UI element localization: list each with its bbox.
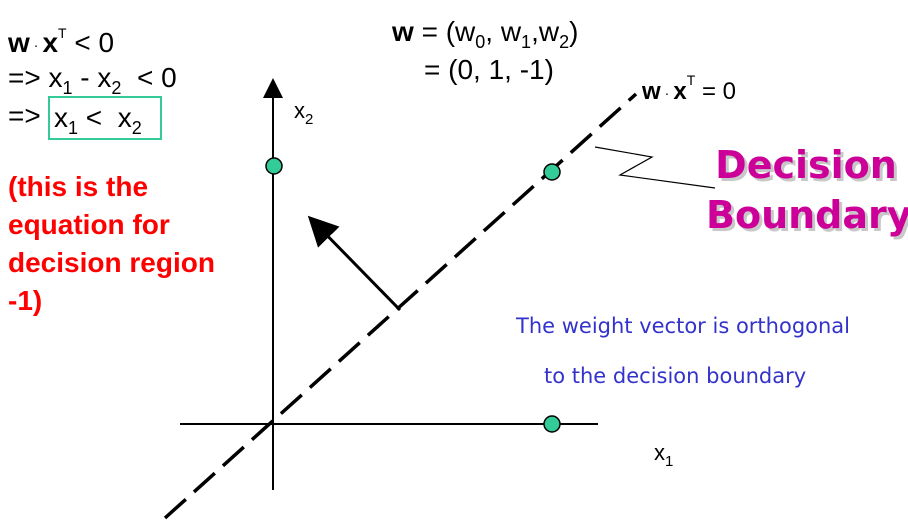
decision-boundary-line	[163, 92, 638, 520]
subscript: 1	[521, 32, 532, 52]
weight-definition: w = (w0, w1,w2)	[392, 16, 579, 52]
weight-vector-arrow	[307, 215, 402, 312]
implies-arrow: =>	[8, 62, 41, 93]
w-symbol: w	[392, 16, 414, 47]
weight-values: = (0, 1, -1)	[424, 54, 554, 85]
subscript: 2	[111, 78, 122, 98]
x-symbol: x	[97, 62, 112, 93]
x-symbol: x	[117, 102, 132, 133]
subscript: 2	[131, 118, 142, 138]
decision-region-note: (this is the equation for decision regio…	[8, 171, 215, 316]
minus-sign: -	[80, 62, 90, 93]
subscript: 0	[475, 32, 486, 52]
subscript: 2	[305, 111, 314, 128]
inequality-line-3: =>	[8, 102, 41, 130]
boundary-equation: w·xT = 0	[642, 72, 736, 106]
decision-boundary-label: Decision Boundary	[706, 140, 908, 240]
label-pointer	[594, 146, 716, 189]
inequality-rhs: < 0	[136, 62, 177, 93]
x-symbol: x	[42, 27, 59, 58]
label-line: Boundary	[706, 193, 908, 237]
subscript: 1	[68, 118, 79, 138]
data-point	[543, 415, 561, 433]
w-symbol: w	[642, 78, 661, 105]
orthogonal-note-line-2: to the decision boundary	[544, 364, 807, 388]
dot-operator: ·	[33, 36, 39, 53]
inequality-line-1: w·xT < 0	[8, 26, 114, 57]
weight-text: ,w	[531, 16, 560, 47]
x1-axis-label: x1	[654, 440, 673, 470]
less-than: <	[85, 102, 103, 133]
data-point	[543, 163, 561, 181]
weight-text: )	[569, 16, 579, 47]
orthogonal-note-line-1: The weight vector is orthogonal	[516, 314, 851, 338]
x-symbol: x	[673, 78, 687, 105]
equation-rhs: = 0	[701, 78, 736, 105]
x-symbol: x	[48, 62, 63, 93]
subscript: 2	[559, 32, 570, 52]
w-symbol: w	[8, 27, 30, 58]
data-point	[265, 157, 283, 175]
x-symbol: x	[54, 102, 68, 133]
weight-text: , w	[485, 16, 522, 47]
inequality-line-2: => x1 - x2 < 0	[8, 62, 177, 98]
x-symbol: x	[294, 98, 305, 123]
transpose-sup: T	[58, 25, 67, 41]
inequality-rhs: < 0	[74, 27, 115, 58]
subscript: 1	[665, 453, 674, 470]
implies-arrow: =>	[8, 100, 41, 131]
transpose-sup: T	[686, 72, 696, 88]
label-line: Decision	[715, 143, 897, 187]
weight-text: = (w	[421, 16, 476, 47]
highlight-box: x1 < x2	[48, 96, 162, 140]
x2-axis-label: x2	[294, 98, 313, 128]
dot-operator: ·	[664, 84, 670, 101]
subscript: 1	[62, 78, 73, 98]
x-symbol: x	[654, 440, 665, 465]
